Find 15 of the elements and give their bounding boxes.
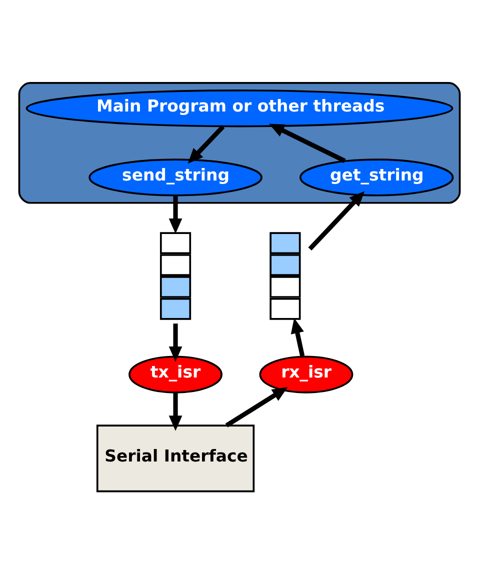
arrow [268,123,346,163]
node-box: Serial Interface [96,424,255,492]
node-ellipse: rx_isr [259,355,354,393]
node-ellipse: get_string [299,158,454,196]
arrow [188,124,225,164]
node-ellipse: tx_isr [128,355,222,393]
arrow [168,195,182,234]
arrow [168,392,182,430]
arrow [308,190,365,250]
arrow [168,323,182,362]
arrow [290,318,305,356]
cluster [18,82,461,204]
node-ellipse: send_string [88,158,262,196]
arrow [225,386,288,427]
node-ellipse: Main Program or other threads [26,89,454,127]
